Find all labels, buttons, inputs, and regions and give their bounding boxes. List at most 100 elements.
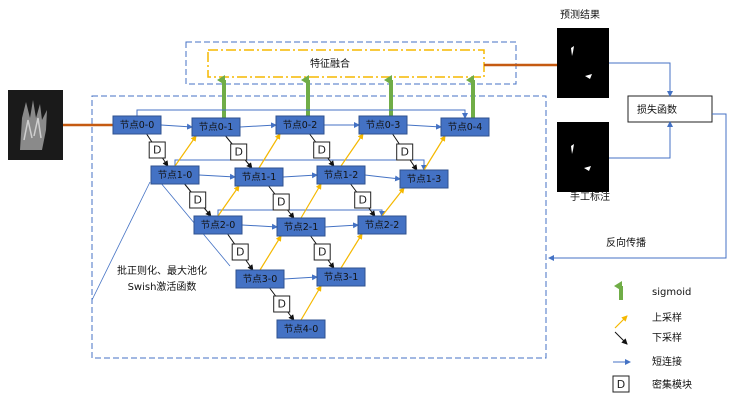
dense-block-letter: D (400, 146, 408, 159)
skip-n21-n22 (324, 222, 359, 229)
node-n10 (150, 165, 200, 185)
node-n00 (112, 115, 162, 135)
node-n40 (276, 319, 326, 339)
upsample-n11-n02 (258, 133, 281, 169)
dense-block-letter: D (277, 298, 285, 311)
node-n12 (316, 165, 366, 185)
node-label-n40: 节点4-0 (284, 324, 319, 335)
legend-downsample-icon (614, 331, 628, 345)
dense-block-letter: D (317, 144, 325, 157)
manual-image (557, 122, 609, 192)
backprop-label: 反向传播 (606, 236, 646, 249)
node-n30 (235, 269, 285, 289)
dense-block (230, 143, 248, 161)
node-n31 (316, 267, 366, 287)
network-frame (91, 95, 547, 359)
legend-upsample-icon (614, 315, 628, 329)
feature-fusion-label: 特征融合 (310, 57, 350, 70)
upsample-n12-n03 (340, 133, 364, 167)
upsample-n30-n21 (259, 235, 282, 271)
legend-downsample-label: 下采样 (652, 331, 682, 344)
node-n11 (234, 167, 284, 187)
upsample-n22-n13 (381, 187, 405, 217)
node-label-n30: 节点3-0 (243, 274, 278, 285)
dense-block-letter: D (318, 246, 326, 259)
legend-sigmoid-label: sigmoid (652, 287, 691, 298)
dense-block (313, 243, 331, 261)
skip-n20-n21 (241, 223, 278, 230)
legend: sigmoid 上采样 下采样 短连接 D 密集模块 (612, 281, 692, 393)
input-image (8, 90, 63, 160)
skip-n12-n13 (364, 174, 401, 182)
dense-skip-n00 (136, 109, 468, 119)
dense-block (189, 191, 207, 209)
dense-skip-n10 (174, 159, 427, 171)
dense-block-letter: D (236, 246, 244, 259)
dense-block-letter: D (358, 194, 366, 207)
dense-block (231, 243, 249, 261)
skip-n30-n31 (283, 274, 318, 281)
legend-upsample-label: 上采样 (652, 311, 682, 324)
node-n21 (276, 217, 326, 237)
upsample-n40-n31 (300, 285, 322, 321)
node-label-n20: 节点2-0 (201, 220, 236, 231)
prediction-label: 预测结果 (560, 8, 600, 21)
fusion-frame (185, 41, 517, 85)
annotation-pointer-left (91, 181, 151, 301)
skip-n03-n04 (406, 123, 442, 130)
skip-n01-n02 (239, 122, 277, 129)
node-label-n31: 节点3-1 (324, 272, 359, 283)
node-n04 (440, 117, 490, 137)
node-label-n03: 节点0-3 (366, 120, 401, 131)
label-to-loss-arrow (609, 121, 673, 159)
node-label-n11: 节点1-1 (242, 172, 277, 183)
dense-skip-n20 (217, 209, 385, 217)
node-label-n21: 节点2-1 (284, 222, 319, 233)
dense-block-letter: D (277, 196, 285, 209)
prediction-image (557, 28, 609, 98)
dense-block (396, 143, 414, 161)
node-n20 (193, 215, 243, 235)
dense-block (148, 141, 166, 159)
dense-block-letter: D (234, 146, 242, 159)
pred-to-loss-arrow (609, 62, 673, 97)
dense-block (272, 193, 290, 211)
legend-dense-label: 密集模块 (652, 378, 692, 391)
node-n01 (191, 117, 241, 137)
node-label-n01: 节点0-1 (199, 122, 234, 133)
node-label-n00: 节点0-0 (120, 120, 155, 131)
annotation-line1: 批正则化、最大池化 (117, 264, 207, 277)
node-label-n02: 节点0-2 (283, 120, 318, 131)
dense-block-letter: D (193, 194, 201, 207)
unet-layer: D D D D D D D D D D 节点0-0 节点0-1 节点0-2 节点0-3 节点0-4 节点1-0… (112, 75, 490, 339)
manual-label: 手工标注 (570, 190, 610, 203)
legend-skip-label: 短连接 (652, 355, 682, 368)
loss-label: 损失函数 (637, 103, 677, 116)
node-n03 (358, 115, 408, 135)
node-n02 (275, 115, 325, 135)
dense-block (354, 191, 372, 209)
skip-n00-n01 (160, 123, 193, 130)
node-label-n22: 节点2-2 (365, 220, 400, 231)
node-label-n12: 节点1-2 (324, 170, 359, 181)
legend-dense-icon (612, 375, 630, 393)
skip-n11-n12 (282, 172, 318, 179)
skip-n10-n11 (198, 173, 236, 180)
node-n13 (399, 169, 449, 189)
node-n22 (357, 215, 407, 235)
dense-block-letter: D (153, 144, 161, 157)
dense-block (273, 295, 291, 313)
upsample-n21-n12 (300, 183, 322, 219)
upsample-n13-n04 (423, 135, 446, 171)
legend-dense-letter: D (617, 378, 625, 391)
backprop-arrow (548, 113, 727, 261)
node-label-n10: 节点1-0 (158, 170, 193, 181)
node-label-n04: 节点0-4 (448, 122, 483, 133)
annotation-line2: Swish激活函数 (128, 280, 197, 293)
loss-box (627, 95, 713, 123)
node-label-n13: 节点1-3 (407, 174, 442, 185)
feature-fusion-box (207, 49, 485, 78)
upsample-n20-n11 (217, 185, 240, 217)
upsample-n31-n22 (340, 233, 363, 269)
